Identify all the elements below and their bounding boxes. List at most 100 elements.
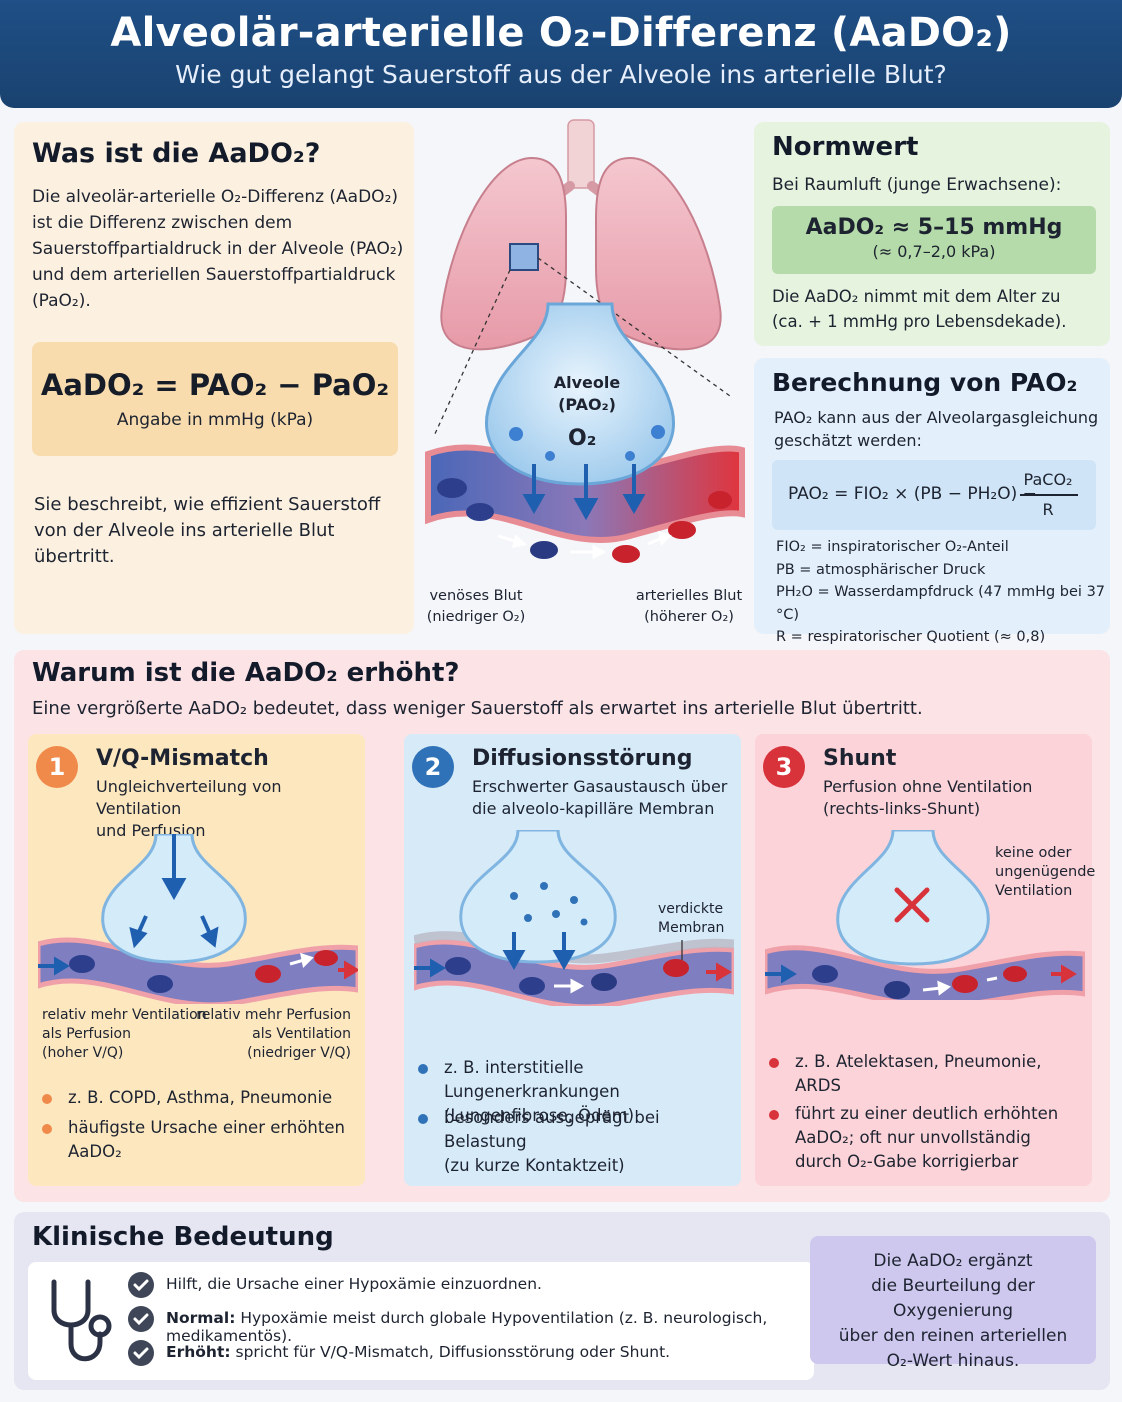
cause-desc: Erschwerter Gasaustausch über die alveol… — [472, 776, 727, 820]
what-text-line: Die alveolär-arterielle O₂-Differenz (Aa… — [32, 187, 399, 207]
cause-desc: Perfusion ohne Ventilation (rechts-links… — [823, 776, 1032, 820]
normwert-kpa: (≈ 0,7–2,0 kPa) — [872, 242, 996, 261]
clinical-list: Hilft, die Ursache einer Hypoxämie einzu… — [28, 1262, 814, 1380]
desc-line: Perfusion ohne Ventilation — [823, 777, 1033, 796]
cause-bullet: führt zu einer deutlich erhöhten AaDO₂; … — [769, 1102, 1058, 1174]
desc-line: Erschwerter Gasaustausch über — [472, 777, 728, 796]
page-title: Alveolär-arterielle O₂-Differenz (AaDO₂) — [110, 10, 1012, 56]
cause-bullet: z. B. COPD, Asthma, Pneumonie — [42, 1086, 332, 1110]
bullet-dot — [418, 1114, 428, 1124]
page-subtitle: Wie gut gelangt Sauerstoff aus der Alveo… — [175, 60, 947, 89]
right-lung — [595, 156, 722, 351]
normwert-title: Normwert — [772, 132, 919, 162]
note-line: über den reinen arteriellen — [838, 1326, 1068, 1346]
bullet-dot — [418, 1064, 428, 1074]
klinische-bedeutung-card: Klinische Bedeutung Hilft, die Ursache e… — [14, 1212, 1110, 1390]
warum-title: Warum ist die AaDO₂ erhöht? — [32, 658, 460, 688]
low-vq-label: relativ mehr Perfusion als Ventilation (… — [196, 1006, 351, 1063]
note-line: Die AaDO₂ ergänzt — [873, 1251, 1033, 1271]
cause-bullet: häufigste Ursache einer erhöhten AaDO₂ — [42, 1116, 365, 1164]
arterial-line: (höherer O₂) — [644, 609, 734, 625]
bullet-dot — [769, 1058, 779, 1068]
shunt-illustration — [765, 830, 1085, 1000]
bullet-dot — [42, 1094, 52, 1104]
bullet-dot — [769, 1110, 779, 1120]
summary-line: von der Alveole ins arterielle Blut über… — [34, 520, 335, 567]
membrane-label: verdickte Membran — [658, 900, 724, 938]
alveole-title: Alveole — [553, 373, 621, 392]
zoom-square — [509, 243, 539, 271]
alveole-pao2: (PAO₂) — [558, 395, 616, 414]
what-is-title: Was ist die AaDO₂? — [32, 138, 321, 169]
lung-illustration — [425, 119, 745, 563]
cause-vq-mismatch: 1 V/Q-Mismatch Ungleichverteilung von Ve… — [28, 734, 365, 1186]
arterial-label: arterielles Blut (höherer O₂) — [634, 586, 744, 628]
normwert-card: Normwert Bei Raumluft (junge Erwachsene)… — [754, 122, 1110, 346]
alveole — [485, 302, 675, 486]
note-line: (ca. + 1 mmHg pro Lebensdekade). — [772, 312, 1067, 331]
equation-denominator: R — [1042, 500, 1054, 519]
label-line: als Ventilation — [252, 1026, 351, 1042]
bullet-line: führt zu einer deutlich erhöhten — [795, 1104, 1059, 1123]
label-line: relativ mehr Ventilation — [42, 1007, 207, 1023]
warum-card: Warum ist die AaDO₂ erhöht? Eine vergröß… — [14, 650, 1110, 1202]
berechnung-intro: PAO₂ kann aus der Alveolargasgleichung g… — [774, 406, 1098, 452]
what-is-card: Was ist die AaDO₂? Die alveolär-arteriel… — [14, 122, 414, 634]
aado2-formula: AaDO₂ = PAO₂ − PaO₂ — [40, 368, 390, 402]
bullet-line: häufigste Ursache einer erhöhten AaDO₂ — [68, 1118, 345, 1161]
note-line: O₂-Wert hinaus. — [886, 1351, 1020, 1371]
alveolar-gas-equation: PAO₂ = FIO₂ × (PB − PH₂O) − PaCO₂ R — [772, 460, 1096, 530]
note-line: die Beurteilung der Oxygenierung — [871, 1276, 1035, 1321]
item-bold: Erhöht: — [166, 1343, 231, 1361]
desc-line: (rechts-links-Shunt) — [823, 799, 981, 818]
normwert-box: AaDO₂ ≈ 5–15 mmHg (≈ 0,7–2,0 kPa) — [772, 206, 1096, 274]
venous-line: venöses Blut — [429, 588, 523, 604]
cause-desc: Ungleichverteilung von Ventilation und P… — [96, 776, 365, 842]
ventilation-label: keine oder ungenügende Ventilation — [995, 844, 1095, 901]
intro-line: geschätzt werden: — [774, 431, 922, 450]
alveole-label: Alveole (PAO₂) — [546, 372, 628, 416]
bullet-line: ARDS — [795, 1076, 841, 1095]
bullet-line: besonders ausgeprägt bei Belastung — [444, 1108, 660, 1151]
arterial-line: arterielles Blut — [635, 588, 743, 604]
label-line: (hoher V/Q) — [42, 1045, 124, 1061]
venous-line: (niedriger O₂) — [426, 609, 526, 625]
what-text-line: Sauerstoffpartialdruck in der Alveole (P… — [32, 239, 404, 259]
bullet-line: z. B. interstitielle Lungenerkrankungen — [444, 1058, 620, 1101]
legend-r: R = respiratorischer Quotient (≈ 0,8) — [776, 629, 1046, 645]
item-text: spricht für V/Q-Mismatch, Diffusionsstör… — [230, 1343, 671, 1361]
cause-bullet: z. B. Atelektasen, Pneumonie, ARDS — [769, 1050, 1041, 1098]
cause-number: 2 — [412, 746, 454, 788]
label-line: Membran — [658, 920, 725, 936]
cause-number: 1 — [36, 746, 78, 788]
what-text-line: und dem arteriellen Sauerstoffpartialdru… — [32, 265, 396, 285]
note-line: Die AaDO₂ nimmt mit dem Alter zu — [772, 287, 1061, 306]
cause-title: V/Q-Mismatch — [96, 746, 269, 771]
label-line: als Perfusion — [42, 1026, 131, 1042]
cause-diffusionsstoerung: 2 Diffusionsstörung Erschwerter Gasausta… — [404, 734, 741, 1186]
item-text: Hypoxämie meist durch globale Hypoventil… — [166, 1309, 768, 1345]
bullet-line: z. B. COPD, Asthma, Pneumonie — [68, 1088, 333, 1107]
formula-box: AaDO₂ = PAO₂ − PaO₂ Angabe in mmHg (kPa) — [32, 342, 398, 456]
legend-fio2: FIO₂ = inspiratorischer O₂-Anteil — [776, 539, 1009, 555]
desc-line: die alveolo-kapilläre Membran — [472, 799, 715, 818]
check-icon — [128, 1340, 154, 1366]
fraction-line — [1020, 494, 1078, 496]
clinical-item: Hilft, die Ursache einer Hypoxämie einzu… — [166, 1275, 542, 1293]
check-icon — [128, 1272, 154, 1298]
cause-bullet: besonders ausgeprägt bei Belastung (zu k… — [418, 1106, 741, 1178]
legend-ph2o: PH₂O = Wasserdampfdruck (47 mmHg bei 37 … — [776, 584, 1106, 623]
item-bold: Normal: — [166, 1309, 236, 1327]
diffusion-illustration — [414, 830, 734, 1006]
trachea — [567, 119, 595, 189]
clinical-item: Erhöht: spricht für V/Q-Mismatch, Diffus… — [166, 1343, 670, 1361]
normwert-note: Die AaDO₂ nimmt mit dem Alter zu (ca. + … — [772, 284, 1066, 334]
cause-bullet: z. B. interstitielle Lungenerkrankungen … — [418, 1056, 741, 1128]
bullet-dot — [42, 1124, 52, 1134]
clinical-note: Die AaDO₂ ergänzt die Beurteilung der Ox… — [810, 1236, 1096, 1371]
bullet-line: (Lungenfibrose, Ödem) — [444, 1106, 635, 1125]
venous-label: venöses Blut (niedriger O₂) — [426, 586, 526, 628]
label-line: ungenügende — [995, 864, 1096, 880]
what-is-text: Die alveolär-arterielle O₂-Differenz (Aa… — [32, 184, 403, 314]
bullet-line: z. B. Atelektasen, Pneumonie, — [795, 1052, 1042, 1071]
